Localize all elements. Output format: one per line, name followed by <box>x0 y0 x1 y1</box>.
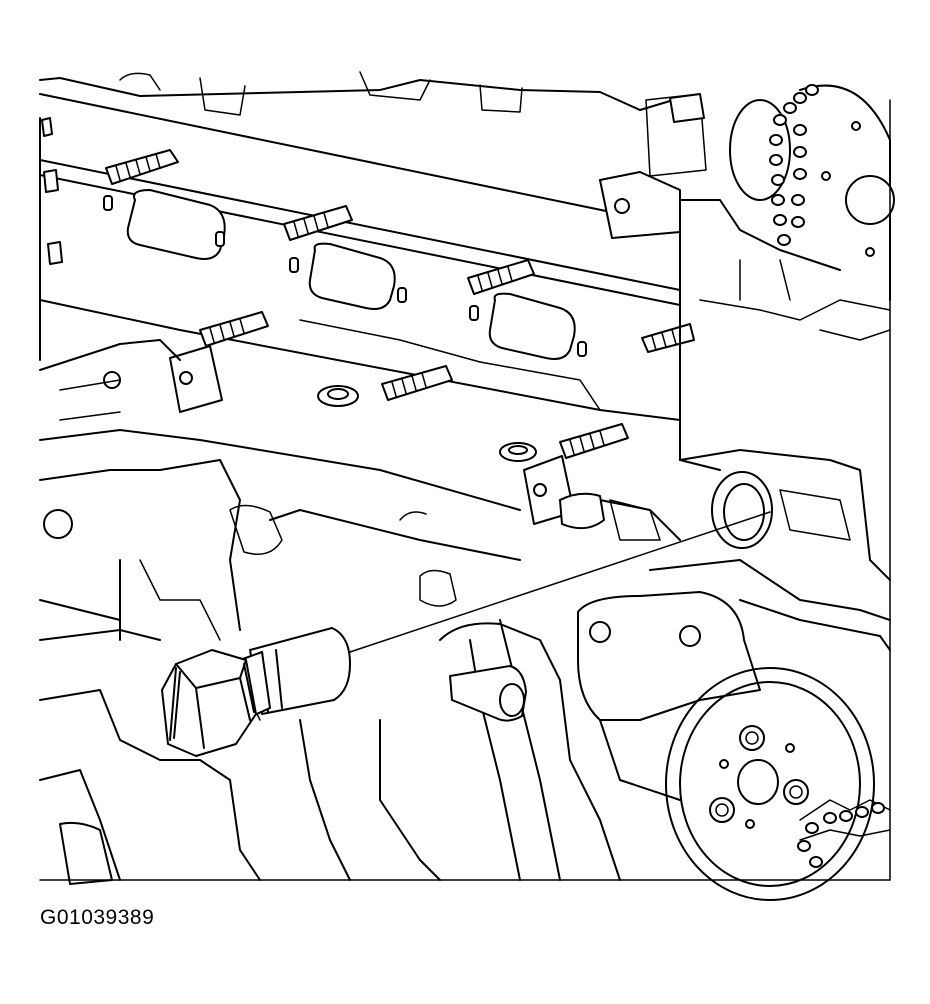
pulley-bolt-2 <box>783 779 809 805</box>
stud-5 <box>381 365 453 401</box>
lower-timing-chain <box>797 802 885 868</box>
front-cover-housing <box>577 591 891 801</box>
pulley-bolt-3 <box>709 797 735 823</box>
figure-code: G01039389 <box>40 906 155 929</box>
engine-block-lower <box>39 559 621 885</box>
stud-1 <box>105 149 179 185</box>
crankshaft-pulley <box>665 667 891 901</box>
cylinder-head <box>39 117 681 421</box>
stud-3 <box>467 259 535 295</box>
engine-block-middle <box>39 339 575 641</box>
timing-chain <box>769 84 819 246</box>
intake-manifold-top-outline <box>39 71 681 361</box>
hex-head <box>161 649 257 757</box>
tensioner-plug <box>161 627 351 757</box>
stud-6 <box>559 423 629 459</box>
engine-block-right <box>559 449 891 621</box>
manifold-studs <box>105 149 695 459</box>
stud-2 <box>283 205 353 241</box>
pulley-bolt-1 <box>739 725 765 751</box>
drawing-frame-lines <box>39 99 891 881</box>
timing-chain-area <box>599 84 895 471</box>
installation-guide-line <box>349 511 771 653</box>
stud-7 <box>641 323 695 353</box>
stud-4 <box>199 311 269 347</box>
